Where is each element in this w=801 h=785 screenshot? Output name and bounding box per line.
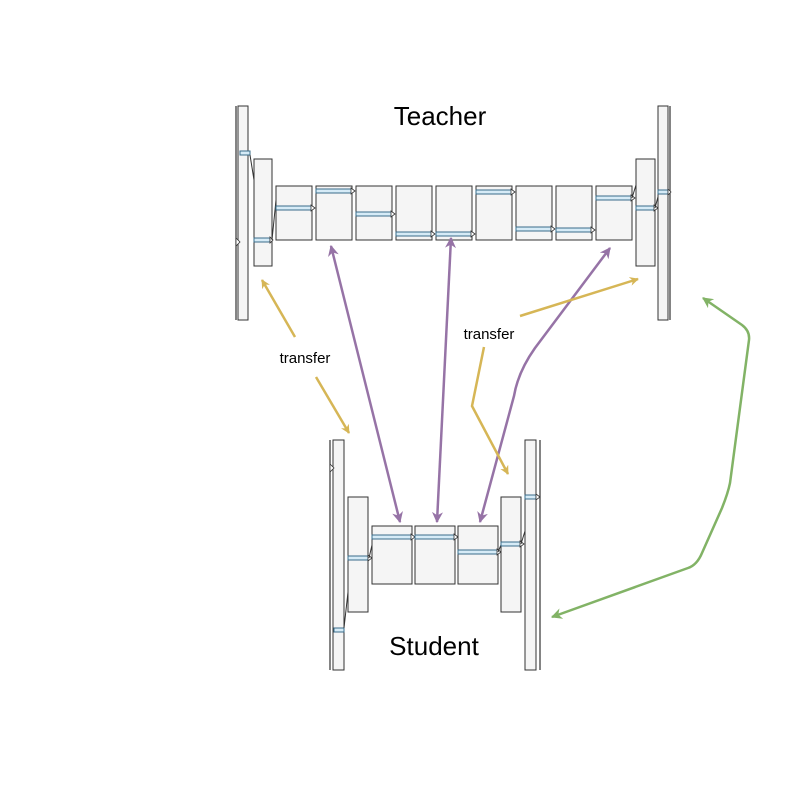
teacher-network: Teacher (235, 101, 672, 321)
teacher-layer-6 (475, 185, 516, 241)
student-network: Student (329, 439, 541, 671)
teacher-layer-2 (315, 185, 356, 241)
transfer-arrow-left-down (314, 376, 351, 434)
transfer-arrows (260, 277, 639, 475)
layer-mapping-arrow-3 (477, 247, 611, 524)
teacher-layer-5 (435, 185, 476, 241)
teacher-layer-3 (355, 185, 396, 241)
teacher-pooling-block (635, 158, 660, 267)
layer-mapping-arrows (328, 236, 611, 524)
transfer-label-right: transfer (464, 326, 515, 343)
student-input-bar (329, 439, 345, 671)
teacher-title: Teacher (394, 101, 487, 131)
transfer-arrow-left-up (260, 279, 297, 338)
transfer-arrow-right-down (470, 346, 510, 475)
teacher-input-bar (235, 105, 251, 321)
layer-mapping-arrow-1 (328, 244, 403, 524)
student-output-bar (524, 439, 541, 671)
teacher-layer-4 (395, 185, 436, 241)
student-layer-1 (371, 525, 416, 585)
layer-mapping-arrow-2 (431, 236, 457, 524)
teacher-layer-7 (515, 185, 556, 241)
student-layer-2 (414, 525, 459, 585)
teacher-layer-9 (595, 184, 637, 241)
teacher-layer-1 (275, 185, 316, 241)
teacher-layer-8 (555, 185, 596, 241)
output-link-arrow (550, 296, 751, 619)
transfer-label-left: transfer (280, 350, 331, 367)
teacher-output-bar (657, 105, 672, 321)
transfer-arrow-right-up (519, 277, 639, 318)
student-embedding-block (347, 496, 373, 613)
student-title: Student (389, 631, 479, 661)
student-layer-3 (457, 525, 502, 585)
student-pooling-block (500, 496, 526, 613)
teacher-embedding-block (253, 158, 277, 267)
